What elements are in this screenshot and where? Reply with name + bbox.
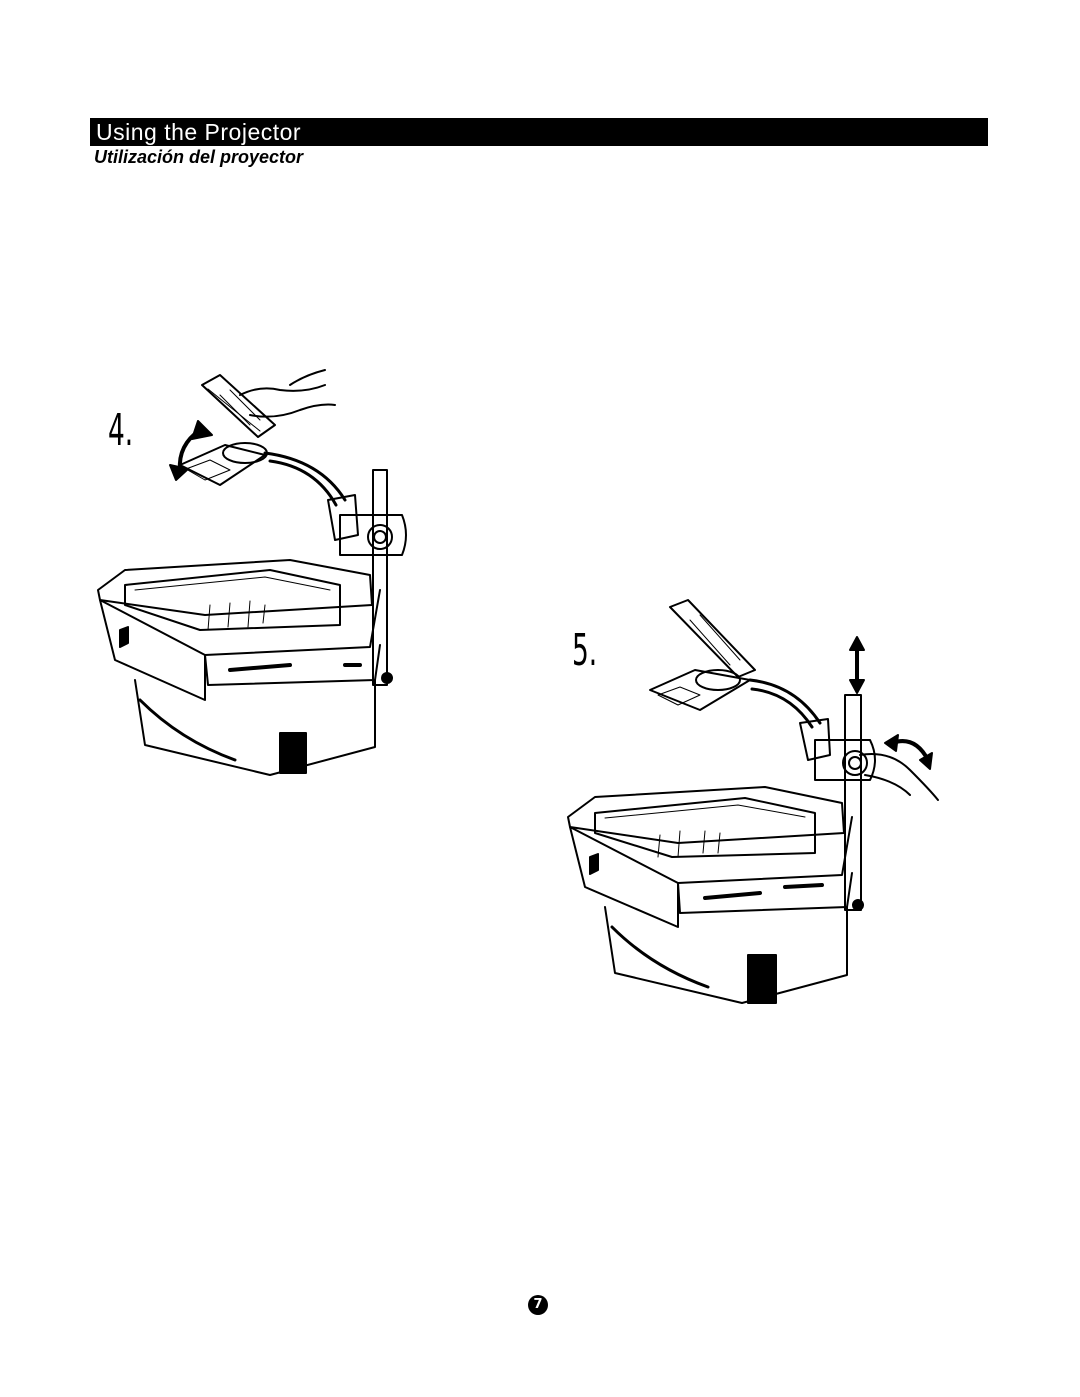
section-subtitle: Utilización del proyector (94, 147, 304, 167)
section-title: Using the Projector (96, 119, 302, 145)
projector-illustration-step-4 (97, 369, 407, 776)
projector-illustration-step-5 (567, 599, 939, 1004)
step-number-4: 4. (108, 405, 134, 456)
step-number-5: 5. (572, 625, 598, 676)
page-number-badge: 7 (528, 1295, 548, 1315)
section-header-bar: Using the Projector (90, 118, 988, 146)
